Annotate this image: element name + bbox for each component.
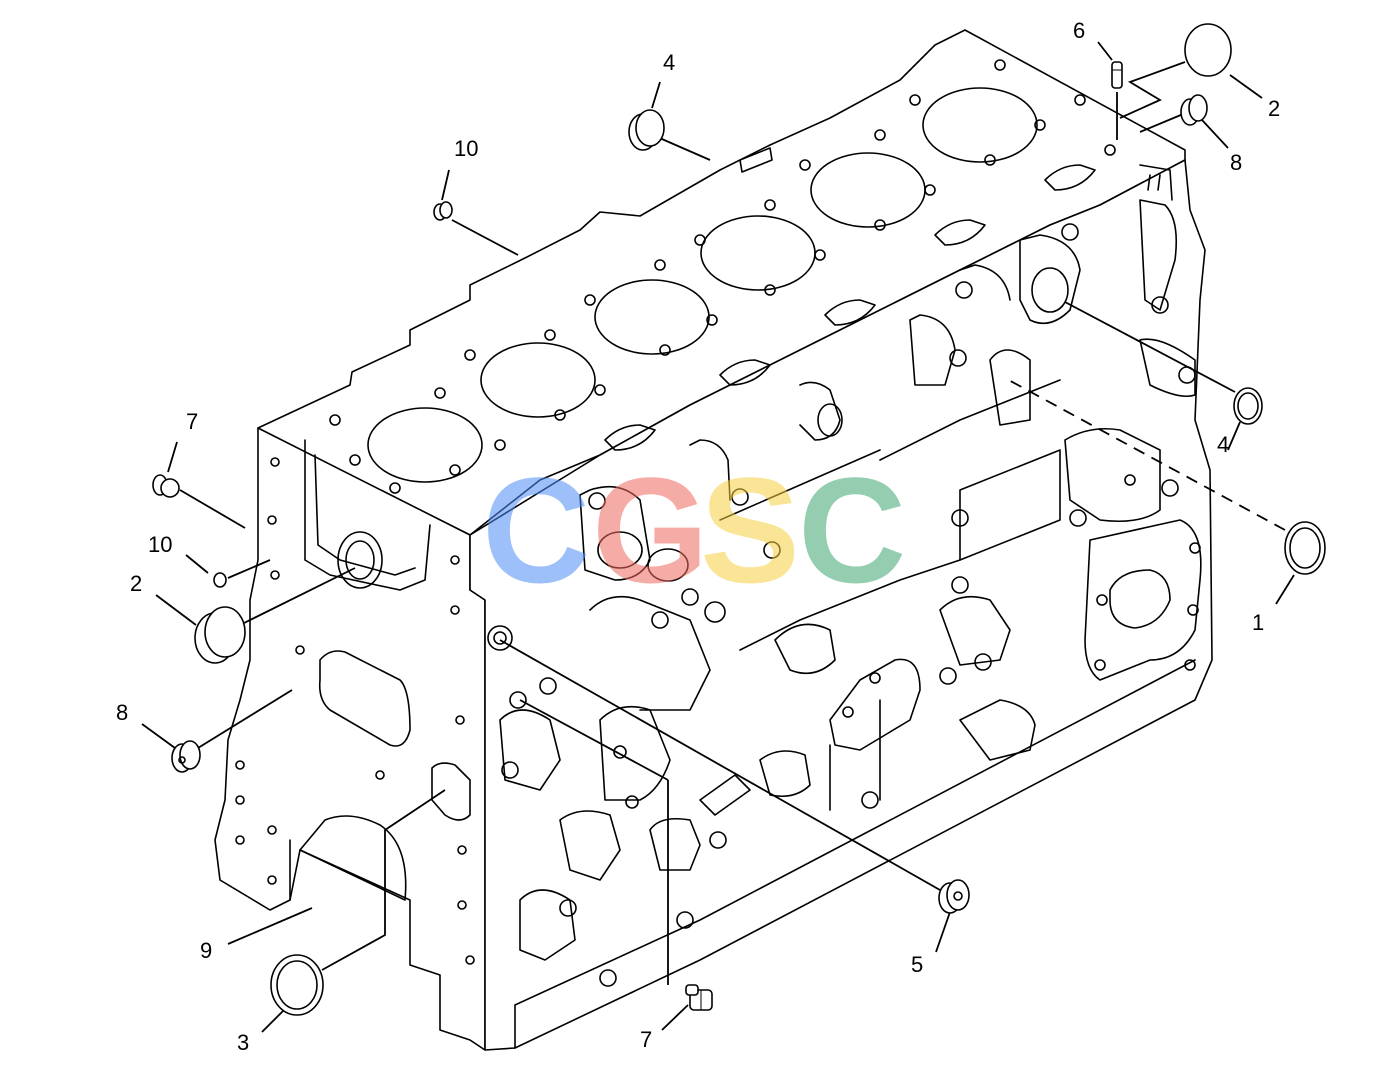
callout-9: 9 <box>200 938 212 963</box>
front-face-details <box>235 439 475 965</box>
callout-labels: 6 2 8 4 10 7 10 2 8 9 3 7 5 1 4 <box>116 18 1280 1055</box>
leader-lines <box>141 41 1295 1033</box>
callout-5: 5 <box>911 952 923 977</box>
plug-10-top <box>433 201 453 221</box>
head-bolt-holes <box>329 59 1116 494</box>
callout-8-left: 8 <box>116 700 128 725</box>
bore-6 <box>922 87 1038 163</box>
loose-parts <box>152 23 1326 1016</box>
seal-ring-1 <box>1284 521 1326 575</box>
side-face-details <box>487 199 1202 987</box>
watermark-letter-s: S <box>700 446 800 614</box>
callout-6-top: 6 <box>1073 18 1085 43</box>
seal-ring-3 <box>270 954 324 1016</box>
callout-2-top: 2 <box>1268 96 1280 121</box>
block-front-face <box>214 427 486 1051</box>
callout-8-top: 8 <box>1230 150 1242 175</box>
callout-7-bottom: 7 <box>640 1027 652 1052</box>
callout-10-top: 10 <box>454 136 478 161</box>
plug-7-left <box>152 474 180 498</box>
cylinder-block <box>214 29 1213 1051</box>
expansion-plug-2-top <box>1184 23 1232 77</box>
bore-2 <box>480 342 596 418</box>
cgsc-watermark: C G S C <box>482 446 906 614</box>
watermark-letter-c1: C <box>482 446 590 614</box>
coolant-slots <box>604 147 1096 451</box>
sleeve-5 <box>938 879 970 914</box>
plug-8-left <box>171 740 201 773</box>
block-side-face <box>469 159 1213 1051</box>
front-bracket <box>1139 164 1173 201</box>
callout-3: 3 <box>237 1030 249 1055</box>
dowel-pin-6 <box>1111 61 1123 89</box>
callout-7-left: 7 <box>186 409 198 434</box>
cup-plug-8-top <box>1180 94 1208 126</box>
bore-1 <box>367 407 483 483</box>
watermark-letter-g: G <box>592 446 709 614</box>
callout-4-right: 4 <box>1217 432 1229 457</box>
block-top-deck <box>257 29 1186 536</box>
plug-10-left <box>213 572 227 588</box>
expansion-plug-2-left <box>194 606 246 664</box>
watermark-letter-c2: C <box>798 446 906 614</box>
plug-4-top <box>628 109 665 151</box>
callout-1: 1 <box>1252 610 1264 635</box>
bolt-7-bottom <box>685 984 713 1011</box>
callout-4-top: 4 <box>663 50 675 75</box>
plug-4-right <box>1233 387 1263 425</box>
callout-2-left: 2 <box>130 571 142 596</box>
callout-10-left: 10 <box>148 532 172 557</box>
